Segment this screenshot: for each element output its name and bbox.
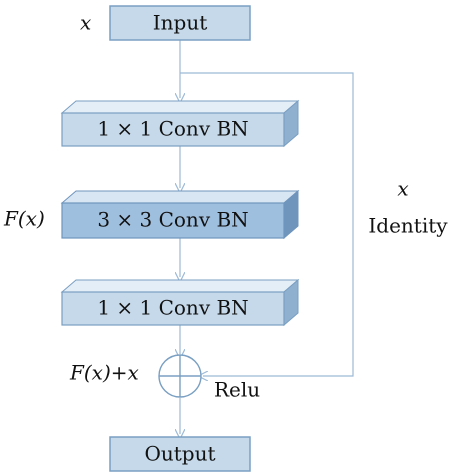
input-var-label: x [80, 11, 91, 35]
conv1-label: 1 × 1 Conv BN [97, 117, 248, 141]
conv-block-3: 1 × 1 Conv BN [60, 278, 300, 327]
connectors [180, 40, 354, 434]
output-label: Output [144, 442, 215, 466]
conv2-label: 3 × 3 Conv BN [97, 208, 248, 232]
sum-label: F(x)+x [69, 361, 139, 385]
fx-label: F(x) [3, 207, 45, 231]
identity-label: Identity [368, 214, 448, 238]
input-box: Input [109, 5, 251, 41]
conv-block-2: 3 × 3 Conv BN [60, 189, 300, 240]
conv3-label: 1 × 1 Conv BN [97, 296, 248, 320]
output-box: Output [109, 436, 251, 472]
conv-block-1: 1 × 1 Conv BN [60, 99, 300, 148]
input-label: Input [153, 11, 208, 35]
relu-label: Relu [214, 378, 260, 402]
identity-var-label: x [397, 177, 408, 201]
sum-node [158, 354, 202, 398]
identity-skip-path [180, 72, 354, 376]
